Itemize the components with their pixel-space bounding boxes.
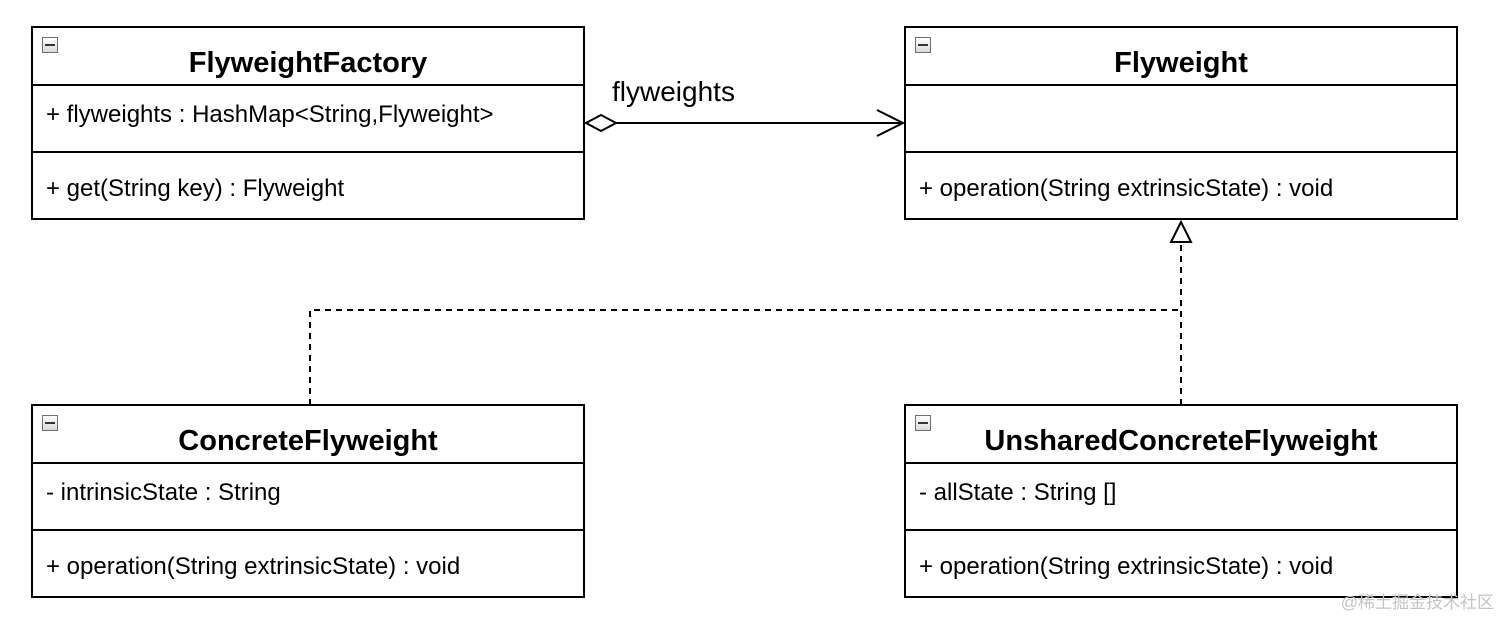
- class-unshared-concrete-flyweight[interactable]: UnsharedConcreteFlyweight - allState : S…: [904, 404, 1458, 598]
- attributes-compartment: - intrinsicState : String: [33, 464, 583, 531]
- operation: + get(String key) : Flyweight: [46, 175, 345, 202]
- operations-compartment: + operation(String extrinsicState) : voi…: [33, 531, 583, 582]
- attributes-compartment: + flyweights : HashMap<String,Flyweight>: [33, 86, 583, 153]
- class-header: ConcreteFlyweight: [33, 406, 583, 464]
- attribute: - allState : String []: [919, 479, 1117, 506]
- class-name: ConcreteFlyweight: [178, 425, 438, 457]
- attributes-compartment: - allState : String []: [906, 464, 1456, 531]
- collapse-icon[interactable]: [42, 37, 58, 53]
- operation: + operation(String extrinsicState) : voi…: [46, 553, 461, 580]
- operation: + operation(String extrinsicState) : voi…: [919, 175, 1334, 202]
- operation: + operation(String extrinsicState) : voi…: [919, 553, 1334, 580]
- collapse-icon[interactable]: [915, 415, 931, 431]
- operations-compartment: + operation(String extrinsicState) : voi…: [906, 531, 1456, 582]
- watermark: @稀土掘金技术社区: [1340, 593, 1494, 612]
- class-concrete-flyweight[interactable]: ConcreteFlyweight - intrinsicState : Str…: [31, 404, 585, 598]
- class-header: UnsharedConcreteFlyweight: [906, 406, 1456, 464]
- class-name: FlyweightFactory: [188, 47, 428, 79]
- class-flyweight-factory[interactable]: FlyweightFactory + flyweights : HashMap<…: [31, 26, 585, 220]
- realization-arrowhead: [1169, 219, 1193, 243]
- aggregation-diamond: [583, 113, 619, 133]
- class-flyweight[interactable]: Flyweight + operation(String extrinsicSt…: [904, 26, 1458, 220]
- association-label: flyweights: [612, 76, 735, 107]
- operations-compartment: + operation(String extrinsicState) : voi…: [906, 153, 1456, 204]
- attributes-compartment: [906, 86, 1456, 153]
- collapse-icon[interactable]: [42, 415, 58, 431]
- class-header: FlyweightFactory: [33, 28, 583, 86]
- association-arrowhead: [876, 109, 906, 137]
- attribute: + flyweights : HashMap<String,Flyweight>: [46, 101, 494, 128]
- operations-compartment: + get(String key) : Flyweight: [33, 153, 583, 204]
- class-name: UnsharedConcreteFlyweight: [984, 425, 1378, 457]
- class-header: Flyweight: [906, 28, 1456, 86]
- attribute: - intrinsicState : String: [46, 479, 281, 506]
- class-name: Flyweight: [1114, 47, 1248, 79]
- collapse-icon[interactable]: [915, 37, 931, 53]
- realization-line-concrete: [309, 309, 1181, 405]
